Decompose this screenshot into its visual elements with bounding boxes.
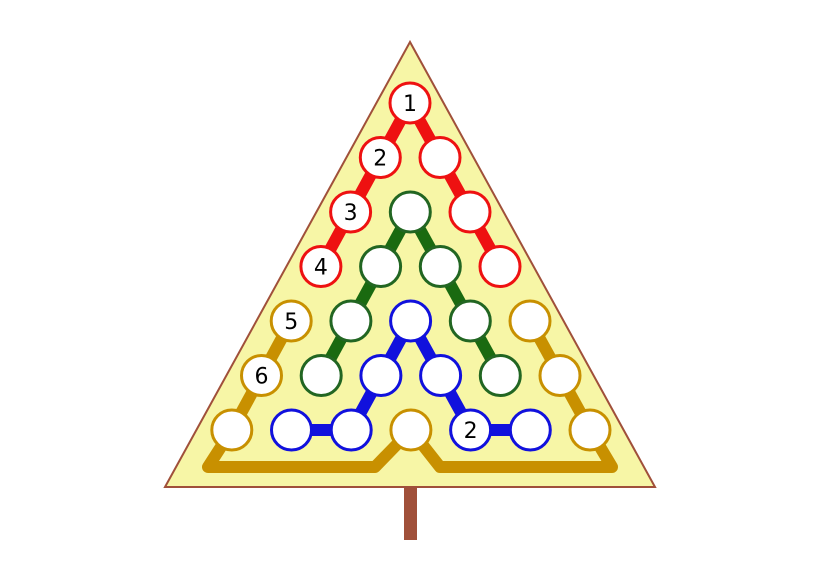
slot-circle [299,354,343,397]
slot-number: 4 [314,256,328,281]
circle-slot-gold[interactable] [210,408,254,452]
circle-slot-green[interactable] [448,299,492,343]
circle-slot-green[interactable] [418,245,462,288]
slot-circle [240,354,283,397]
circle-slot-red[interactable] [448,190,492,234]
circle-slot-blue[interactable]: 2 [449,408,493,452]
slot-circle [329,190,373,234]
circle-slot-red[interactable]: 4 [299,245,343,288]
circle-slot-blue[interactable] [359,354,403,397]
slot-circle [419,354,463,397]
circle-slot-red[interactable]: 3 [329,190,373,234]
slot-number: 2 [464,419,478,444]
slot-circle [508,299,552,343]
circle-slot-gold[interactable]: 6 [240,354,283,397]
circle-slot-red[interactable]: 1 [388,81,432,125]
circle-slot-blue[interactable] [419,354,463,397]
slot-circle [389,408,433,452]
circle-slot-gold[interactable] [568,408,612,452]
circle-slot-gold[interactable] [389,408,433,452]
slot-circle [449,408,493,452]
slot-number: 3 [344,201,358,226]
circle-slot-blue[interactable] [389,299,433,343]
slot-circle [358,136,402,179]
slot-circle [210,408,254,452]
slot-circle [269,299,313,343]
slot-circle [478,354,522,397]
slot-number: 1 [403,92,417,117]
slot-circle [359,354,403,397]
circle-slot-blue[interactable] [270,408,313,452]
slot-number: 6 [255,365,269,390]
slot-circle [329,299,373,343]
slot-circle [478,245,522,288]
circle-slot-green[interactable] [329,299,373,343]
circle-slot-red[interactable]: 2 [358,136,402,179]
circle-slot-red[interactable] [478,245,522,288]
slot-circle [538,354,582,397]
slot-circle [329,408,373,452]
slot-circle [448,299,492,343]
slot-number: 5 [284,310,298,335]
tree-trunk [404,487,417,540]
slot-circle [388,81,432,125]
circle-slot-green[interactable] [478,354,522,397]
slot-circle [418,136,462,179]
slot-number: 2 [373,147,387,172]
tree-triangle [163,39,657,488]
slot-circle [388,190,432,234]
slot-circle [270,408,313,452]
circle-slot-green[interactable] [359,245,403,288]
circle-slot-gold[interactable] [538,354,582,397]
slot-circle [418,245,462,288]
slot-circle [448,190,492,234]
slot-circle [359,245,403,288]
circle-slot-green[interactable] [299,354,343,397]
circle-slot-blue[interactable] [329,408,373,452]
slot-circle [508,408,552,452]
circle-slot-red[interactable] [418,136,462,179]
circle-slot-gold[interactable] [508,299,552,343]
slot-circle [299,245,343,288]
slot-circle [568,408,612,452]
circle-slot-green[interactable] [388,190,432,234]
circle-slot-gold[interactable]: 5 [269,299,313,343]
circle-slot-blue[interactable] [508,408,552,452]
slot-circle [389,299,433,343]
